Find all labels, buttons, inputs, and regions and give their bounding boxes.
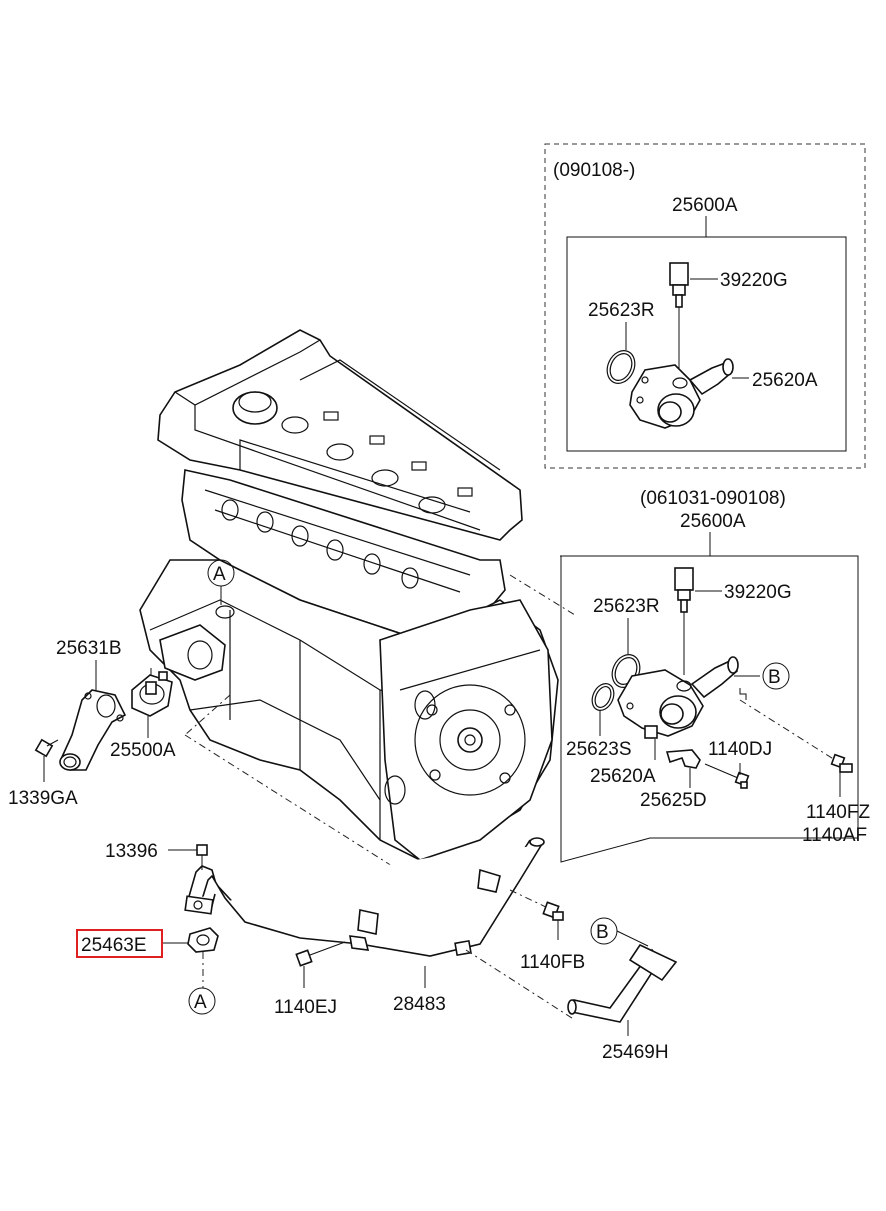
label-25463E[interactable]: 25463E: [81, 935, 147, 956]
bracket-25625D: [665, 749, 701, 769]
label-25600A-top[interactable]: 25600A: [672, 195, 738, 216]
marker-b-right: [762, 662, 790, 690]
label-25620A-top[interactable]: 25620A: [752, 370, 818, 391]
highlight-box-25463E: [76, 929, 163, 958]
label-1140EJ[interactable]: 1140EJ: [274, 997, 337, 1018]
label-25623R-top[interactable]: 25623R: [588, 300, 655, 321]
o-ring-25623S: [591, 683, 615, 711]
label-1140FB[interactable]: 1140FB: [520, 952, 585, 973]
water-pipe-28483: [184, 837, 545, 957]
label-13396[interactable]: 13396: [105, 841, 158, 862]
label-28483[interactable]: 28483: [393, 994, 446, 1015]
temp-sensor-bottom: [674, 567, 694, 675]
label-1140DJ[interactable]: 1140DJ: [708, 739, 772, 760]
label-39220G-top[interactable]: 39220G: [720, 270, 788, 291]
marker-a-bottom-text: A: [194, 992, 207, 1013]
bolt-1140FB: [509, 889, 564, 921]
label-1140AF[interactable]: 1140AF: [802, 825, 867, 846]
stud-13396: [196, 844, 208, 870]
label-1140FZ[interactable]: 1140FZ: [806, 802, 870, 823]
label-25469H[interactable]: 25469H: [602, 1042, 669, 1063]
marker-b-right-text: B: [768, 667, 781, 688]
variant-bottom-label: (061031-090108): [640, 488, 786, 509]
water-inlet-fitting-25631B: [59, 689, 127, 771]
bolt-1140FZ: [739, 699, 853, 773]
gasket-25463E[interactable]: [187, 927, 219, 953]
bolt-1339GA: [34, 738, 59, 758]
o-ring-top: [606, 350, 636, 384]
thermostat-25500A: [131, 668, 173, 717]
marker-a-engine-text: A: [213, 564, 226, 585]
label-25620A-bottom[interactable]: 25620A: [590, 766, 656, 787]
marker-a-bottom: [188, 987, 216, 1015]
variant-box-bottom: (061031-090108) 25600A 39220G 25623R 256…: [560, 488, 870, 863]
thermostat-housing-bottom: [617, 656, 739, 739]
hose-25469H: [465, 943, 678, 1023]
label-25500A[interactable]: 25500A: [110, 740, 176, 761]
label-39220G-bottom[interactable]: 39220G: [724, 582, 792, 603]
label-25623S[interactable]: 25623S: [566, 739, 632, 760]
temp-sensor-top: [669, 262, 689, 370]
label-25625D[interactable]: 25625D: [640, 790, 707, 811]
label-25623R-bottom[interactable]: 25623R: [593, 596, 660, 617]
thermostat-housing-top: [629, 358, 734, 429]
variant-box-top: (090108-) 25600A 39220G 25623R: [544, 143, 866, 469]
bolt-1140DJ: [704, 763, 750, 789]
label-25600A-bottom[interactable]: 25600A: [680, 511, 746, 532]
bolt-1140EJ: [295, 941, 346, 967]
engine-block: [139, 329, 576, 891]
label-25631B[interactable]: 25631B: [56, 638, 122, 659]
label-1339GA[interactable]: 1339GA: [8, 788, 78, 809]
variant-top-label: (090108-): [553, 160, 635, 181]
marker-b-bottom-text: B: [596, 922, 609, 943]
